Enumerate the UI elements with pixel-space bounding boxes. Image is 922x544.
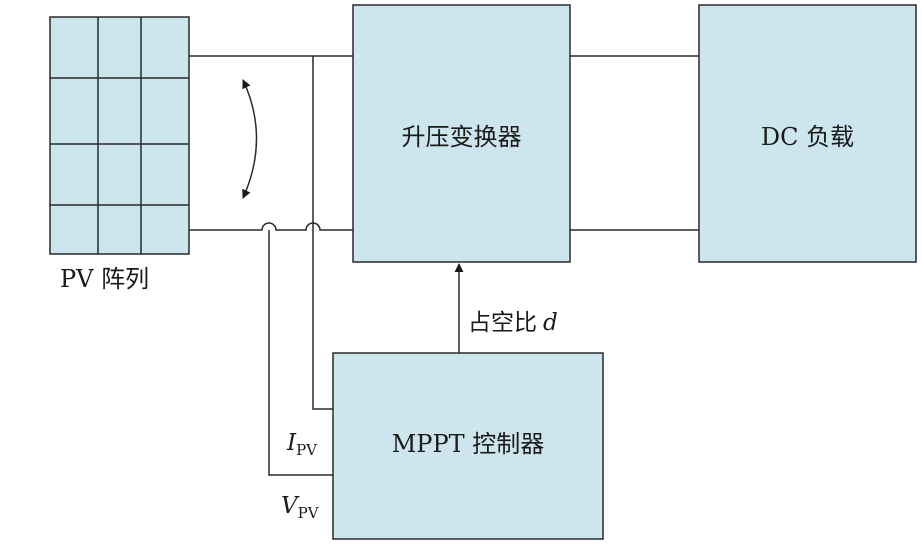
current-symbol: I — [286, 430, 297, 456]
dc-load-block — [698, 4, 917, 263]
current-sense-wire — [312, 56, 333, 410]
duty-cycle-text: 占空比 — [468, 310, 537, 336]
dc-load-label: DC 负载 — [761, 123, 854, 151]
current-subscript: PV — [296, 441, 318, 459]
voltage-sense-wire — [268, 230, 333, 476]
duty-cycle-symbol: d — [543, 310, 558, 336]
curved-double-arrow-icon — [242, 79, 258, 199]
current-signal-label: IPV — [286, 430, 318, 459]
voltage-signal-label: VPV — [281, 493, 320, 522]
voltage-symbol: V — [281, 493, 300, 519]
pv-bottom-wire — [189, 222, 353, 231]
mppt-controller-label: MPPT 控制器 — [392, 430, 545, 458]
pv-array-label: PV 阵列 — [60, 265, 149, 293]
boost-converter-label: 升压变换器 — [402, 123, 522, 151]
pv-array — [49, 16, 190, 255]
pv-array-frame — [49, 16, 190, 255]
wiring — [189, 55, 699, 476]
mppt-controller-block — [332, 352, 604, 540]
boost-converter-block — [352, 4, 571, 263]
voltage-subscript: PV — [298, 504, 320, 522]
pv-cell-grid — [50, 17, 189, 254]
